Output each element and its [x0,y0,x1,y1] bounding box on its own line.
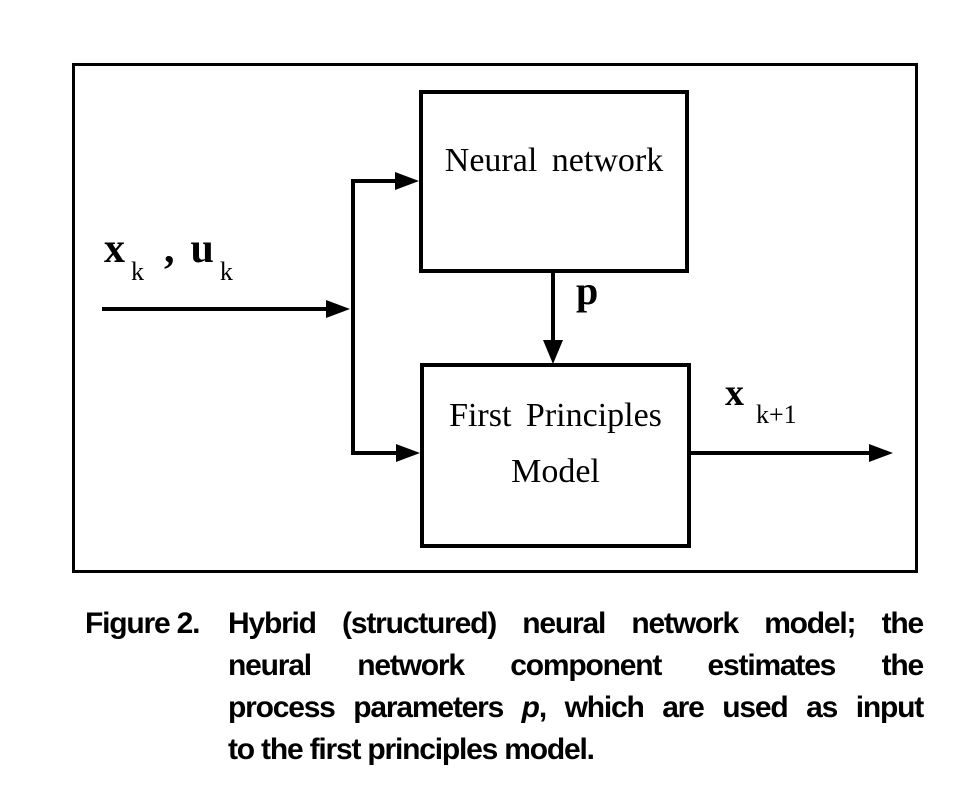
output-arrow-line [690,451,870,455]
input-var-x-sub: k [131,257,144,286]
branch-vertical-line [351,179,355,455]
parameter-label: p [576,268,599,313]
branch-to-nn-arrowhead [395,172,419,190]
input-arrow-line [102,307,328,311]
output-var-x: x [725,372,744,414]
first-principles-label-line1: First Principles [449,397,662,434]
caption-line-3: process parameters p, which are used as … [85,687,924,729]
branch-to-fpm-line [351,451,397,455]
input-arrowhead [326,300,350,318]
input-var-x: x [104,226,125,272]
output-label: x k+1 [725,372,797,428]
neural-network-label: Neural network [444,142,664,179]
branch-to-fpm-arrowhead [396,444,420,462]
first-principles-label-line2: Model [511,453,600,490]
caption-parameter-symbol: p [521,691,540,724]
neural-network-box: Neural network [419,90,689,273]
input-var-u-sub: k [219,257,233,286]
caption-line-3-pre: process parameters [228,691,522,724]
output-var-x-sub: k+1 [756,400,797,429]
parameter-arrowhead [543,340,563,364]
figure-number-label: Figure 2. [85,607,200,640]
outer-frame [72,63,918,573]
caption-line-1-text: Hybrid (structured) neural network model… [228,607,924,640]
input-var-u: u [190,226,214,272]
parameter-arrow-line [551,273,555,343]
branch-to-nn-line [351,179,396,183]
input-comma: , [164,226,175,272]
caption-line-4: to the first principles model. [228,733,595,766]
first-principles-model-box: First Principles Model [420,363,691,548]
output-arrowhead [869,444,893,462]
caption-line-3-post: , which are used as input [538,691,924,724]
figure-caption: Figure 2. Hybrid (structured) neural net… [85,603,924,771]
caption-line-1: Figure 2. Hybrid (structured) neural net… [85,603,924,645]
caption-line-2: neural network component estimates the [228,649,924,682]
